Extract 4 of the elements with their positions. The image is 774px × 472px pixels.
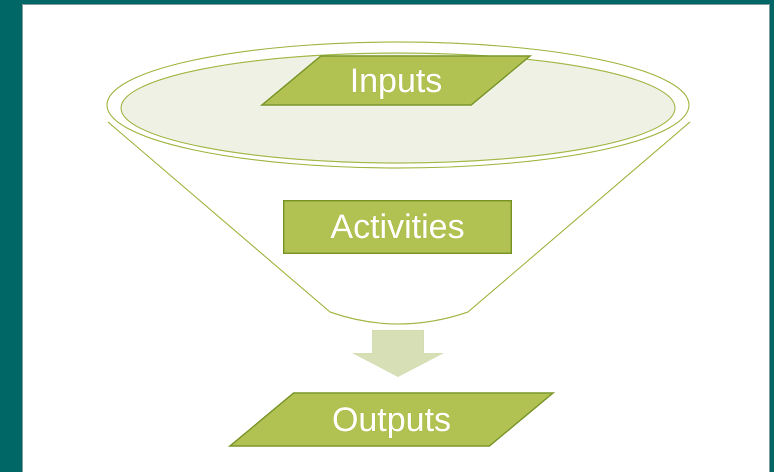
node-label: Inputs <box>350 64 442 98</box>
node-label: Activities <box>330 210 465 244</box>
block-arrow <box>352 330 444 377</box>
node-label: Outputs <box>332 402 452 436</box>
